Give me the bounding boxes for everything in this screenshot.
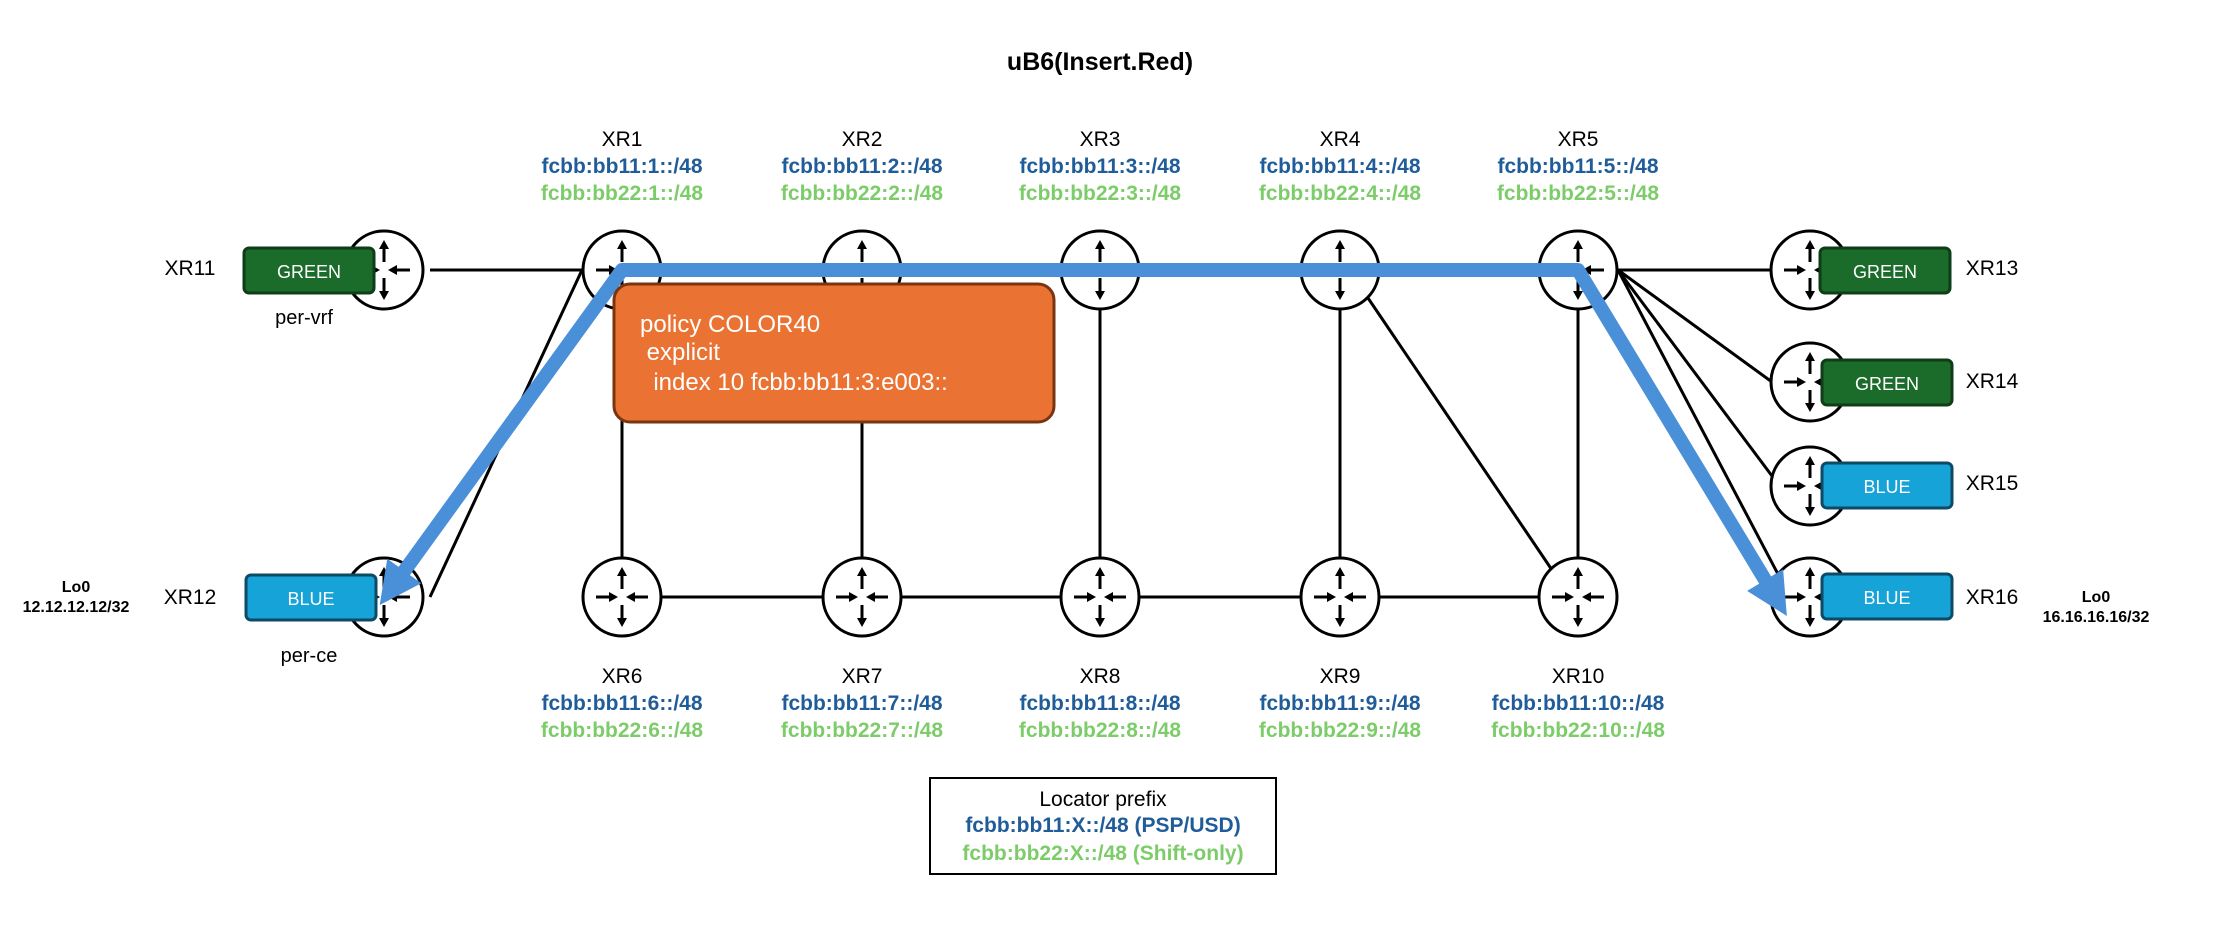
router-name-xr6: XR6: [602, 665, 643, 688]
router-name-xr16: XR16: [1966, 586, 2019, 609]
diagram-title: uB6(Insert.Red): [1007, 48, 1193, 76]
router-locator-bb22-xr3: fcbb:bb22:3::/48: [1019, 182, 1182, 205]
vrf-label-xr14: GREEN: [1855, 374, 1919, 394]
locator-legend: Locator prefix fcbb:bb11:X::/48 (PSP/USD…: [929, 777, 1277, 875]
loopback-xr12-addr: 12.12.12.12/32: [23, 599, 130, 616]
link-xr4-xr10: [1366, 297, 1554, 571]
edge-router-labels: XR11 XR12 XR13 XR14 XR15 XR16 per-vrf pe…: [164, 257, 2019, 667]
router-xr9-icon[interactable]: [1299, 556, 1381, 638]
router-locator-bb22-xr2: fcbb:bb22:2::/48: [781, 182, 944, 205]
policy-line-1: policy COLOR40: [640, 311, 820, 338]
router-name-xr2: XR2: [842, 128, 883, 151]
link-xr5-xr15: [1616, 269, 1777, 481]
router-locator-bb11-xr8: fcbb:bb11:8::/48: [1019, 692, 1180, 715]
vrf-box-xr11[interactable]: GREEN: [242, 246, 376, 295]
router-locator-bb22-xr9: fcbb:bb22:9::/48: [1259, 719, 1422, 742]
router-locator-bb11-xr4: fcbb:bb11:4::/48: [1259, 155, 1420, 178]
router-name-xr11: XR11: [165, 257, 216, 280]
router-locator-bb11-xr9: fcbb:bb11:9::/48: [1259, 692, 1420, 715]
router-locator-bb22-xr8: fcbb:bb22:8::/48: [1019, 719, 1182, 742]
router-name-xr7: XR7: [842, 665, 883, 688]
router-name-xr10: XR10: [1552, 665, 1605, 688]
router-name-xr8: XR8: [1080, 665, 1121, 688]
policy-line-2: explicit: [640, 339, 720, 366]
router-name-xr15: XR15: [1966, 472, 2019, 495]
legend-bb11: fcbb:bb11:X::/48 (PSP/USD): [965, 814, 1240, 837]
loopback-xr12-label: Lo0: [62, 579, 91, 596]
vrf-box-xr15[interactable]: BLUE: [1820, 461, 1954, 510]
router-xr6-icon[interactable]: [581, 556, 663, 638]
link-xr5-xr16: [1616, 269, 1792, 598]
router-name-xr13: XR13: [1966, 257, 2019, 280]
router-name-xr1: XR1: [602, 128, 643, 151]
router-locator-bb22-xr5: fcbb:bb22:5::/48: [1497, 182, 1660, 205]
label-per-ce: per-ce: [281, 645, 338, 667]
router-locator-bb11-xr6: fcbb:bb11:6::/48: [541, 692, 702, 715]
router-xr10-icon[interactable]: [1537, 556, 1619, 638]
router-locator-bb11-xr10: fcbb:bb11:10::/48: [1492, 692, 1665, 715]
router-locator-bb22-xr1: fcbb:bb22:1::/48: [541, 182, 704, 205]
router-locator-bb11-xr7: fcbb:bb11:7::/48: [781, 692, 942, 715]
core-router-labels: XR1 fcbb:bb11:1::/48 fcbb:bb22:1::/48 XR…: [541, 128, 1665, 742]
policy-path-arrow: [379, 263, 1787, 616]
loopback-xr16-addr: 16.16.16.16/32: [2043, 609, 2150, 626]
router-name-xr4: XR4: [1320, 128, 1361, 151]
router-xr8-icon[interactable]: [1059, 556, 1141, 638]
policy-box[interactable]: policy COLOR40 explicit index 10 fcbb:bb…: [612, 282, 1056, 424]
vrf-box-xr16[interactable]: BLUE: [1820, 572, 1954, 621]
legend-title: Locator prefix: [1039, 788, 1167, 811]
loopback-labels: Lo0 12.12.12.12/32 Lo0 16.16.16.16/32: [23, 579, 2150, 626]
router-locator-bb11-xr1: fcbb:bb11:1::/48: [541, 155, 702, 178]
router-name-xr14: XR14: [1966, 370, 2019, 393]
policy-line-3: index 10 fcbb:bb11:3:e003::: [640, 369, 948, 396]
vrf-label-xr11: GREEN: [277, 262, 341, 282]
vrf-boxes: GREEN BLUE GREEN GREEN BLUE BLUE: [242, 246, 1954, 622]
vrf-label-xr12: BLUE: [287, 589, 334, 609]
router-locator-bb22-xr10: fcbb:bb22:10::/48: [1491, 719, 1665, 742]
label-per-vrf: per-vrf: [275, 307, 333, 329]
loopback-xr16-label: Lo0: [2082, 589, 2111, 606]
vrf-label-xr13: GREEN: [1853, 262, 1917, 282]
router-locator-bb11-xr5: fcbb:bb11:5::/48: [1497, 155, 1658, 178]
vrf-box-xr12[interactable]: BLUE: [244, 573, 378, 622]
router-locator-bb11-xr2: fcbb:bb11:2::/48: [781, 155, 942, 178]
router-locator-bb11-xr3: fcbb:bb11:3::/48: [1019, 155, 1180, 178]
router-xr7-icon[interactable]: [821, 556, 903, 638]
vrf-box-xr13[interactable]: GREEN: [1818, 246, 1952, 295]
router-name-xr3: XR3: [1080, 128, 1121, 151]
link-xr5-xr14: [1617, 268, 1773, 384]
router-locator-bb22-xr6: fcbb:bb22:6::/48: [541, 719, 704, 742]
vrf-box-xr14[interactable]: GREEN: [1820, 358, 1954, 407]
legend-bb22: fcbb:bb22:X::/48 (Shift-only): [962, 842, 1243, 865]
router-name-xr12: XR12: [164, 586, 217, 609]
router-locator-bb22-xr7: fcbb:bb22:7::/48: [781, 719, 944, 742]
vrf-label-xr15: BLUE: [1863, 477, 1910, 497]
vrf-label-xr16: BLUE: [1863, 588, 1910, 608]
router-locator-bb22-xr4: fcbb:bb22:4::/48: [1259, 182, 1422, 205]
router-name-xr9: XR9: [1320, 665, 1361, 688]
router-name-xr5: XR5: [1558, 128, 1599, 151]
